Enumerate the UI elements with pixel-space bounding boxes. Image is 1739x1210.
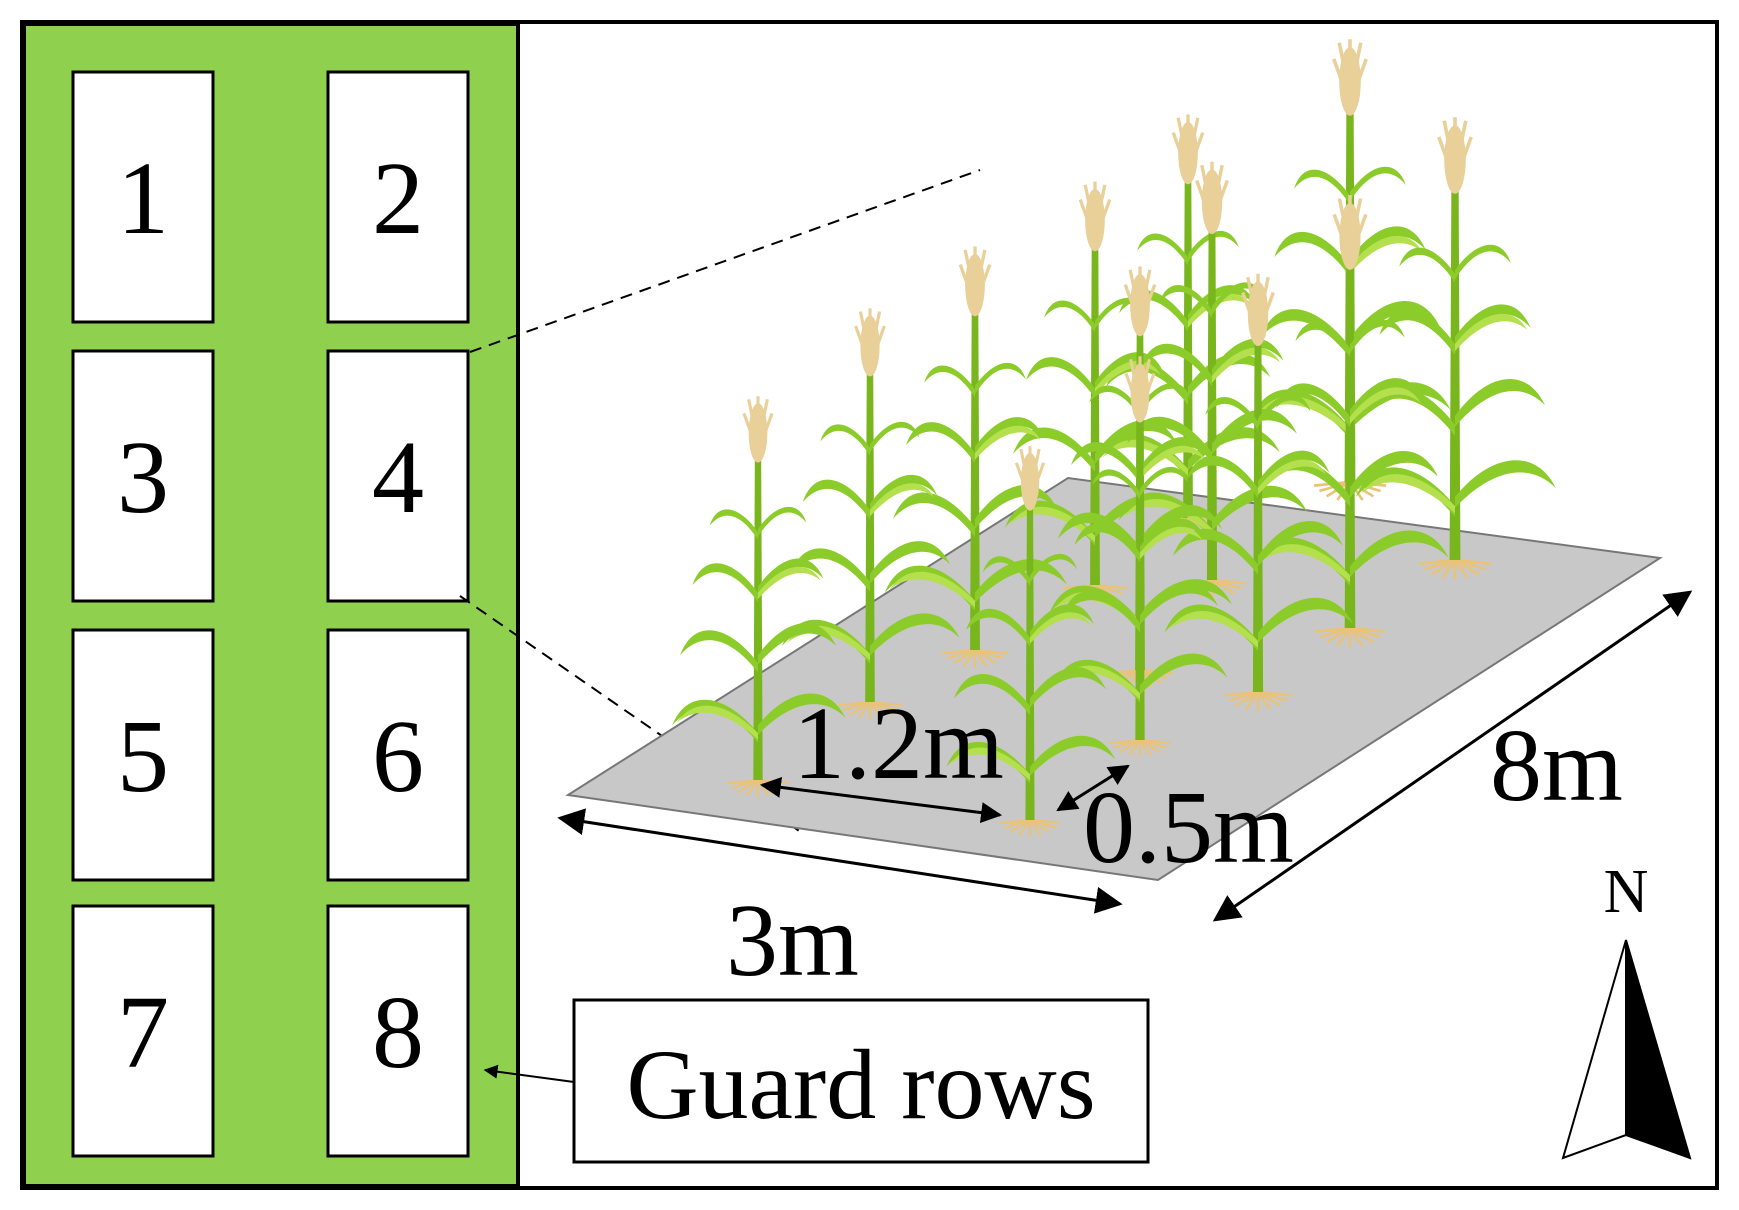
plot-width-label: 3m [726,883,859,998]
plot-box [326,904,470,1158]
plot-number: 2 [372,141,424,256]
plant-spacing-arrow [1056,764,1130,812]
plot-box [71,70,215,324]
plant-spacing-label: 0.5m [1083,770,1294,885]
plot-number: 5 [117,699,169,814]
plot-length-label: 8m [1490,708,1623,823]
plot-box [71,904,215,1158]
north-arrow-right-half [1625,939,1692,1160]
callout-arrow [483,1064,575,1083]
plot-8: 8 [326,904,470,1158]
row-spacing-label: 1.2m [793,686,1004,801]
plot-7: 7 [71,904,215,1158]
guard-rows-callout: Guard rows [483,998,1150,1164]
plot-6: 6 [326,628,470,882]
north-arrow-icon: N [1561,858,1692,1160]
plot-box [71,349,215,603]
plot-4: 4 [326,349,470,603]
plot-number: 3 [117,420,169,535]
plot-5: 5 [71,628,215,882]
plot-3: 3 [71,349,215,603]
plot-box [326,628,470,882]
plot-number: 4 [372,420,424,535]
plot-number: 1 [117,141,169,256]
plot-number: 7 [117,975,169,1090]
plot-box [326,70,470,324]
plot-width-arrow [557,808,1123,914]
row-spacing-arrow [759,776,1003,824]
plot-grid: 1 2 3 4 5 6 7 8 [71,70,470,1158]
dimension-arrows [557,590,1693,922]
north-label: N [1604,858,1649,926]
plot-number: 8 [372,975,424,1090]
plot-box [326,349,470,603]
plot-2: 2 [326,70,470,324]
plot-1: 1 [71,70,215,324]
plot-number: 6 [372,699,424,814]
plot-length-arrow [1212,590,1693,922]
callout-box [572,998,1150,1164]
plot-box [71,628,215,882]
callout-label: Guard rows [626,1029,1095,1140]
